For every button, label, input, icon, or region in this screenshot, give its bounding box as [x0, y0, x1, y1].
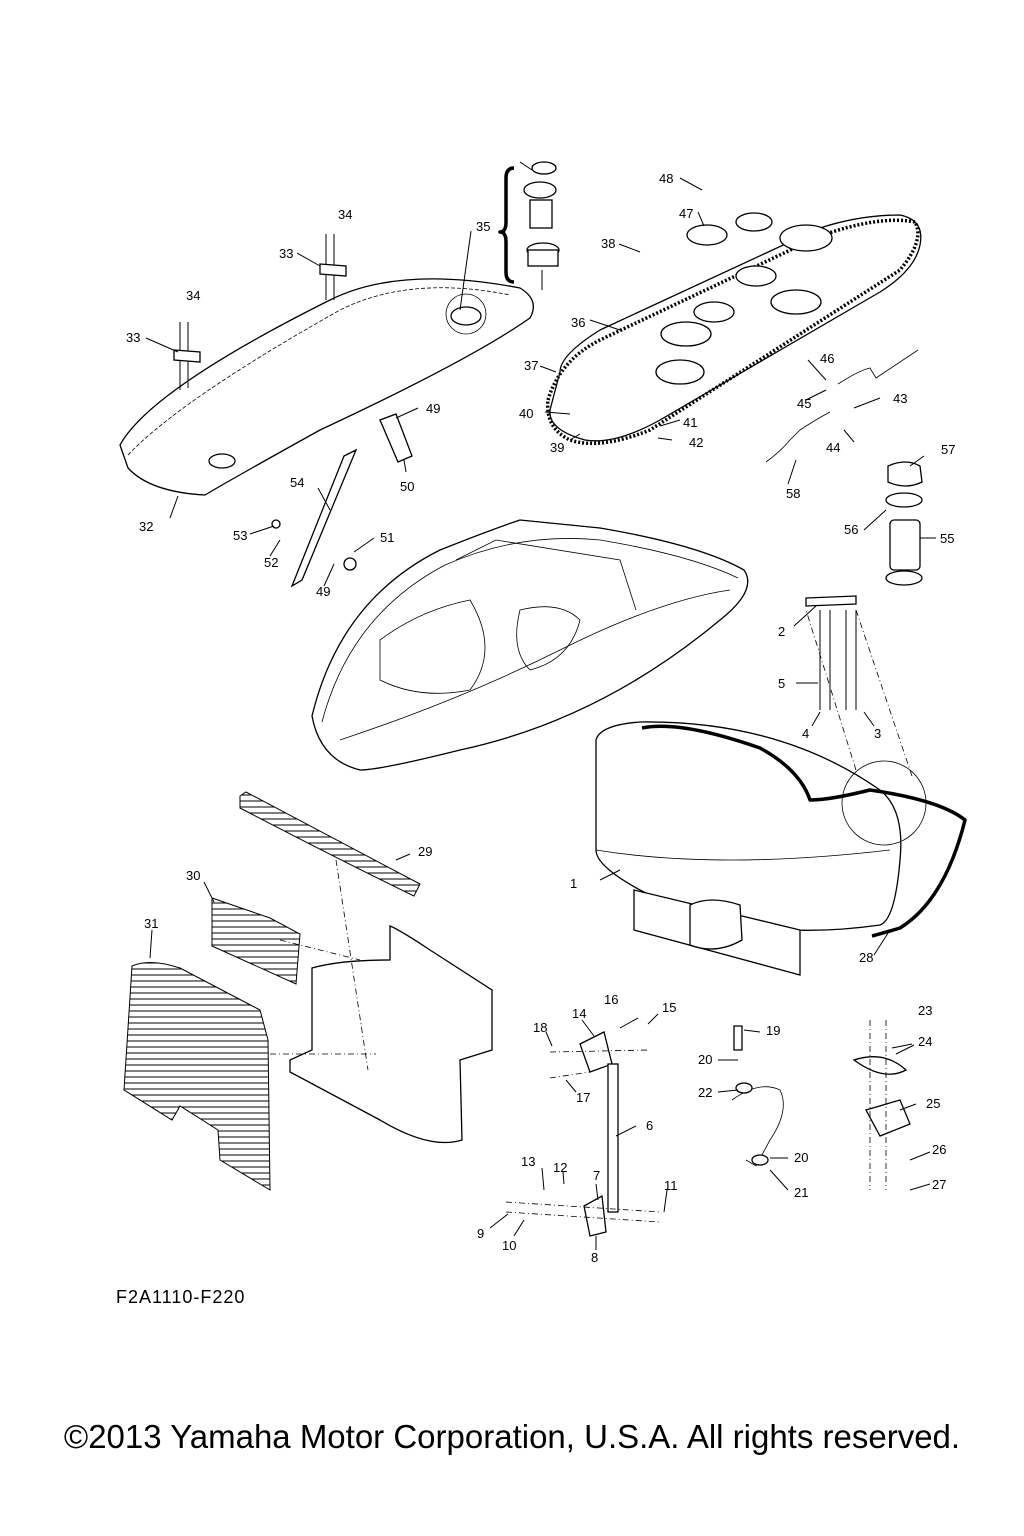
- part-label: 28: [859, 950, 873, 965]
- part-label: 10: [502, 1238, 516, 1253]
- part-label: 12: [553, 1160, 567, 1175]
- part-label: 49: [426, 401, 440, 416]
- part-label: 49: [316, 584, 330, 599]
- part-label: 24: [918, 1034, 932, 1049]
- part-label: 41: [683, 415, 697, 430]
- part-label: 57: [941, 442, 955, 457]
- part-label: 19: [766, 1023, 780, 1038]
- boat-hull: [311, 519, 749, 771]
- gas-spring-hardware: [271, 413, 413, 588]
- cup-holder-assembly: [498, 161, 560, 290]
- console-tray: [545, 212, 922, 446]
- part-label: 53: [233, 528, 247, 543]
- part-label: 13: [521, 1154, 535, 1169]
- part-label: 51: [380, 530, 394, 545]
- part-label: 32: [139, 519, 153, 534]
- part-label: 45: [797, 396, 811, 411]
- seat-cushion-panel: [119, 234, 534, 496]
- part-label: 34: [186, 288, 200, 303]
- hinge-hardware: [505, 1031, 661, 1237]
- part-label: 25: [926, 1096, 940, 1111]
- part-label: 18: [533, 1020, 547, 1035]
- part-label: 7: [593, 1168, 600, 1183]
- part-label: 23: [918, 1003, 932, 1018]
- part-label: 11: [664, 1178, 678, 1193]
- bracket-hardware: [731, 1025, 784, 1167]
- part-label: 43: [893, 391, 907, 406]
- part-label: 33: [279, 246, 293, 261]
- part-label: 16: [604, 992, 618, 1007]
- part-label: 34: [338, 207, 352, 222]
- part-label: 14: [572, 1006, 586, 1021]
- part-label: 5: [778, 676, 785, 691]
- springs-and-holder: [765, 349, 923, 586]
- part-label: 22: [698, 1085, 712, 1100]
- part-label: 55: [940, 531, 954, 546]
- part-label: 38: [601, 236, 615, 251]
- part-label: 36: [571, 315, 585, 330]
- part-label: 33: [126, 330, 140, 345]
- part-label: 35: [476, 219, 490, 234]
- part-label: 50: [400, 479, 414, 494]
- part-label: 37: [524, 358, 538, 373]
- part-label: 4: [802, 726, 809, 741]
- leader-lines: [145, 177, 936, 1250]
- part-label: 20: [794, 1150, 808, 1165]
- part-label: 2: [778, 624, 785, 639]
- part-label: 44: [826, 440, 840, 455]
- part-label: 17: [576, 1090, 590, 1105]
- copyright-notice: ©2013 Yamaha Motor Corporation, U.S.A. A…: [63, 1418, 961, 1455]
- part-label: 15: [662, 1000, 676, 1015]
- part-label: 3: [874, 726, 881, 741]
- part-label: 6: [646, 1118, 653, 1133]
- part-label: 56: [844, 522, 858, 537]
- part-label: 9: [477, 1226, 484, 1241]
- part-label: 27: [932, 1177, 946, 1192]
- part-label: 29: [418, 844, 432, 859]
- part-label: 1: [570, 876, 577, 891]
- part-label: 39: [550, 440, 564, 455]
- latch-hardware: [852, 1020, 911, 1190]
- diagram-code: F2A1110-F220: [116, 1287, 246, 1307]
- rear-seat: [595, 595, 967, 976]
- part-label: 47: [679, 206, 693, 221]
- part-label: 30: [186, 868, 200, 883]
- part-label: 40: [519, 406, 533, 421]
- part-label: 52: [264, 555, 278, 570]
- part-label: 26: [932, 1142, 946, 1157]
- part-label: 42: [689, 435, 703, 450]
- part-label: 54: [290, 475, 304, 490]
- part-label: 31: [144, 916, 158, 931]
- part-labels: 1 2 3 4 5 6 7 8 9 10 11 12 13 14 15 16 1…: [126, 171, 955, 1265]
- part-label: 58: [786, 486, 800, 501]
- part-label: 21: [794, 1185, 808, 1200]
- floor-mats-and-locker: [123, 791, 493, 1191]
- part-label: 8: [591, 1250, 598, 1265]
- part-label: 20: [698, 1052, 712, 1067]
- part-label: 46: [820, 351, 834, 366]
- part-label: 48: [659, 171, 673, 186]
